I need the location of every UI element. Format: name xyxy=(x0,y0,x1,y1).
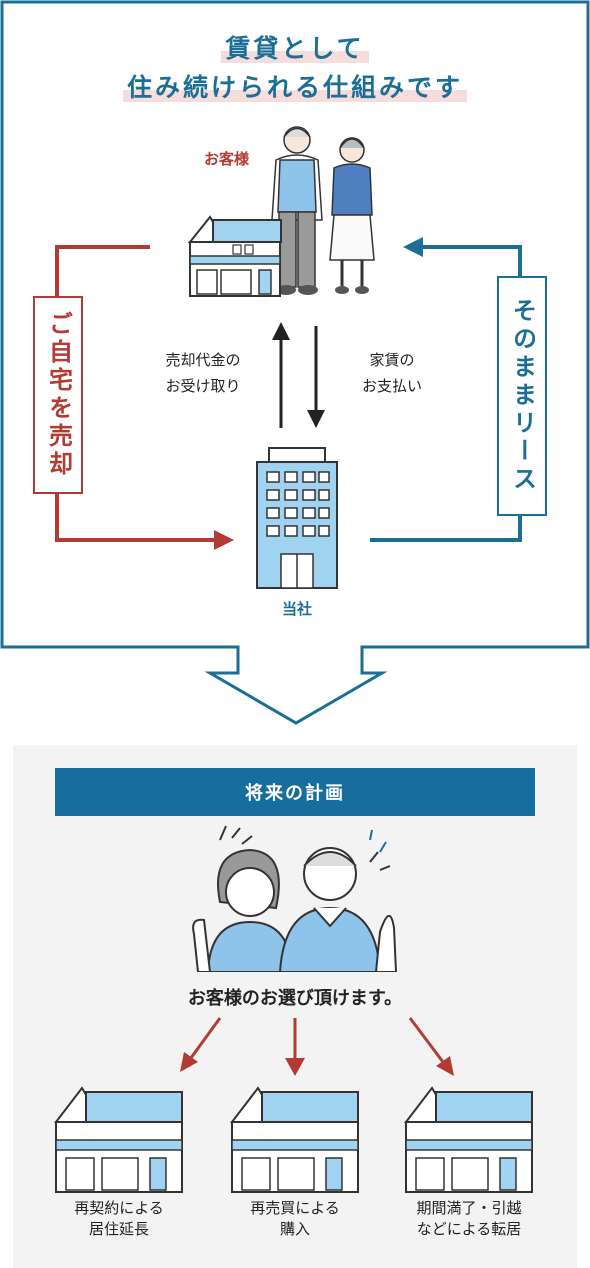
rent-payment-label: 家賃のお支払い xyxy=(361,352,422,395)
choice-text: お客様のお選び頂けます。 xyxy=(187,988,403,1008)
house-option-1-icon xyxy=(53,1086,183,1193)
option-arrows xyxy=(180,1017,454,1076)
title-line-1: 賃貸として xyxy=(0,29,590,65)
office-building-icon xyxy=(256,447,338,589)
lease-box: そのままリース xyxy=(497,276,547,516)
house-option-3-icon xyxy=(403,1086,533,1193)
option-1-caption: 再契約による居住延長 xyxy=(74,1200,164,1238)
sell-home-box: ご自宅を売却 xyxy=(33,296,83,494)
title-line-2: 住み続けられる仕組みです xyxy=(0,68,590,104)
house-illustration xyxy=(187,215,282,297)
sale-proceeds-label: 売却代金のお受け取り xyxy=(165,352,241,395)
company-label: 当社 xyxy=(282,601,313,618)
customer-label: お客様 xyxy=(204,151,250,168)
option-3-caption: 期間満了・引越などによる転居 xyxy=(416,1200,522,1238)
sell-home-label: ご自宅を売却 xyxy=(44,311,72,479)
option-2-caption: 再売買による購入 xyxy=(250,1200,340,1238)
happy-couple-illustration xyxy=(192,825,398,972)
lease-label: そのままリース xyxy=(508,298,536,494)
house-option-2-icon xyxy=(229,1086,359,1193)
elderly-couple-illustration xyxy=(271,126,375,295)
future-plan-banner: 将来の計画 xyxy=(55,768,535,816)
